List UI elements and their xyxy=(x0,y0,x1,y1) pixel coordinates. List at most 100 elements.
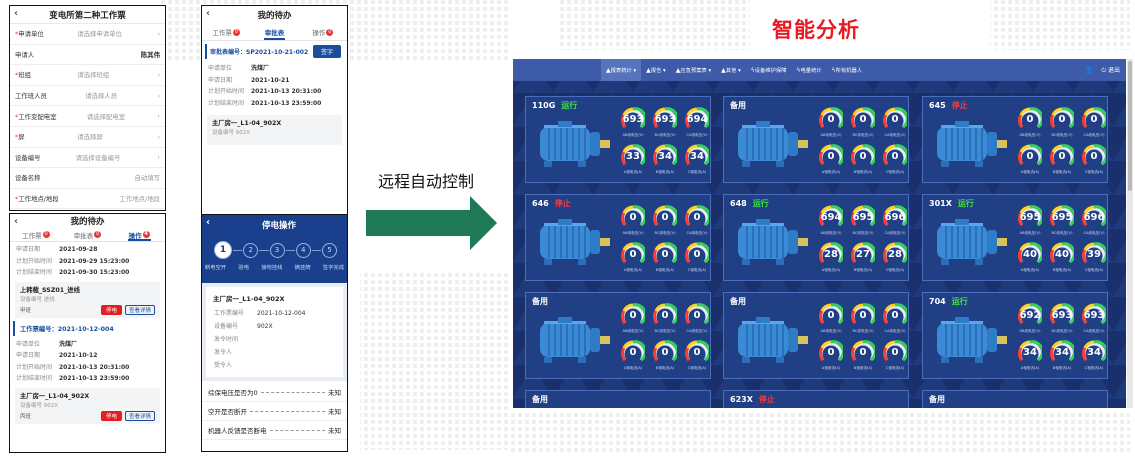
form-field-value: 自动填写 xyxy=(134,174,160,183)
gauge-label: BC线电压(V) xyxy=(654,231,676,235)
gauge-value: 0 xyxy=(859,347,867,358)
gauge-value: 34 xyxy=(1087,347,1101,358)
motor-card[interactable]: 备用 xyxy=(525,390,711,408)
power-off-button[interactable]: 停电 xyxy=(100,304,122,315)
nav-item-6[interactable]: ϟ 所有机器人 xyxy=(827,59,867,81)
nav-item-0[interactable]: ▲ 报表统计 ▾ xyxy=(601,59,642,81)
gauge-value: 0 xyxy=(859,114,867,125)
back-icon[interactable]: ‹ xyxy=(14,8,19,19)
device-card[interactable]: 主厂房一_L1-04_902X 设备编号 902X 丙班 停电 查看详情 xyxy=(15,387,160,424)
form-field-row[interactable]: 设备编号请选择设备编号 › xyxy=(10,148,165,169)
gauge-label: AB线电压(V) xyxy=(820,329,842,333)
back-icon[interactable]: ‹ xyxy=(206,217,211,228)
tab-1[interactable]: 审批表 xyxy=(250,24,298,40)
nav-item-4[interactable]: ϟ 设备维护保障 xyxy=(746,59,792,81)
form-field-row[interactable]: *班组请选择班组 › xyxy=(10,65,165,86)
view-details-button[interactable]: 查看详情 xyxy=(124,304,155,315)
gauge-value: 693 xyxy=(1051,310,1073,321)
detail-value: 2021-09-28 xyxy=(59,246,98,253)
motor-label: 备用 xyxy=(929,394,945,405)
motor-status: 停止 xyxy=(758,395,775,404)
gauge-value: 696 xyxy=(884,212,906,223)
form-field-row[interactable]: *屏请选择屏 › xyxy=(10,127,165,148)
nav-item-2[interactable]: ▲ 应急预案表 ▾ xyxy=(671,59,716,81)
form-field-row[interactable]: 设备名称自动填写 xyxy=(10,168,165,189)
gauge-value: 693 xyxy=(1083,310,1105,321)
back-icon[interactable]: ‹ xyxy=(206,8,211,19)
field-label-text: 工作班人员 xyxy=(15,92,47,101)
view-details-button[interactable]: 查看详情 xyxy=(124,410,155,421)
back-icon[interactable]: ‹ xyxy=(14,216,19,227)
user-icon[interactable]: 👤 xyxy=(1084,66,1094,74)
form-field-row[interactable]: *工作地点/地段工作地点/地段 xyxy=(10,189,165,210)
sign-button[interactable]: 签字 xyxy=(312,45,341,58)
nav-item-5[interactable]: ϟ 电量统计 xyxy=(792,59,827,81)
todo-header: ‹ 我的待办 xyxy=(202,6,347,24)
logout-button[interactable]: ⏻ 退出 xyxy=(1101,65,1120,75)
form-field-row[interactable]: 工作班人员请选择人员 › xyxy=(10,86,165,107)
motor-image xyxy=(536,217,614,273)
nav-label: 报告 ▾ xyxy=(650,68,666,74)
gauge-value: 0 xyxy=(661,310,669,321)
team-label: 丙班 xyxy=(20,413,32,420)
arrow-label: 远程自动控制 xyxy=(378,172,475,191)
detail-key: 申请日期 xyxy=(16,352,41,359)
gauge-label: CA线电压(V) xyxy=(1083,231,1105,235)
form-field-row[interactable]: *申请单位请选择申请单位 › xyxy=(10,24,165,45)
detail-key: 申请日期 xyxy=(208,76,233,84)
detail-value: 2021-10-13 20:31:00 xyxy=(251,88,322,95)
device-card[interactable]: 上韩载_SSZ01_进线 设备编号 进线 甲班 停电 查看详情 xyxy=(15,281,160,318)
nav-item-3[interactable]: ▲ 其他 ▾ xyxy=(716,59,746,81)
form-field-row[interactable]: 申请人陈其伟 xyxy=(10,45,165,66)
gauge-value: 28 xyxy=(888,249,902,260)
required-mark: * xyxy=(15,71,19,80)
step-3: 3 xyxy=(269,242,285,258)
device-card[interactable]: 主厂房一_L1-04_902X 设备编号 902X xyxy=(207,115,342,145)
nav-label: 报表统计 ▾ xyxy=(610,68,637,74)
check-dots xyxy=(269,429,325,431)
motor-card[interactable]: 备用 xyxy=(922,390,1108,408)
gauge-label: C相电流(A) xyxy=(1084,268,1104,272)
tab-label: 操作 xyxy=(312,29,326,37)
nav-item-1[interactable]: ▲ 报告 ▾ xyxy=(641,59,671,81)
form-field-value: 请选择屏 xyxy=(77,133,103,142)
form-field-row[interactable]: *工作变配电室请选择配电室 › xyxy=(10,106,165,127)
detail-value: 2021-09-29 15:23:00 xyxy=(59,257,130,265)
ticket-number: 工作票编号：2021-10-12-004 xyxy=(13,320,162,336)
dashboard-scrollbar[interactable] xyxy=(1127,59,1133,408)
gauge-value: 33 xyxy=(626,151,640,162)
motor-name: 备用 xyxy=(730,297,746,306)
chevron-right-icon: › xyxy=(157,132,160,141)
form-field-value: 陈其伟 xyxy=(140,50,160,59)
power-off-button[interactable]: 停电 xyxy=(100,410,122,421)
device-meta: 设备编号 进线 xyxy=(20,296,55,303)
scrollbar-thumb[interactable] xyxy=(1128,61,1132,191)
